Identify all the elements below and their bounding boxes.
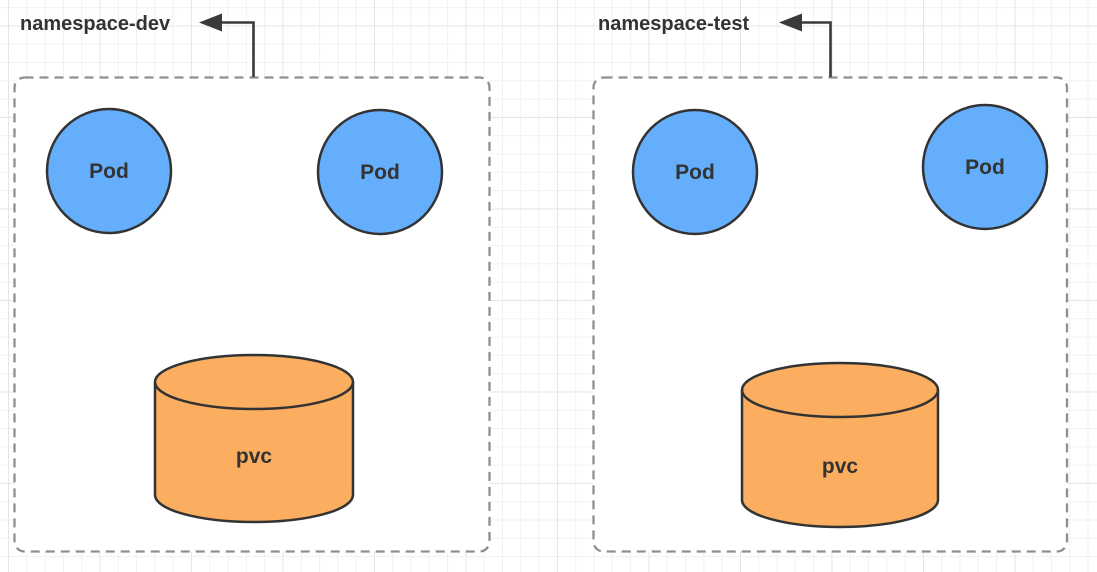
pod-label: Pod [965, 156, 1005, 179]
arrow-head-left-icon [199, 13, 222, 32]
pod-circle [316, 108, 444, 236]
namespace-test-group: namespace-test Pod Pod pvc [592, 13, 1069, 553]
pod-label: Pod [360, 161, 400, 184]
arrow-head-left-icon [779, 13, 802, 32]
pvc-label: pvc [236, 445, 273, 468]
pvc-cylinder-rim [740, 389, 940, 419]
pvc-cylinder [740, 361, 940, 529]
namespace-dev-group: namespace-dev Pod Pod pvc [13, 13, 491, 553]
pvc-cylinder-rim [153, 381, 355, 411]
pod-label: Pod [675, 161, 715, 184]
pod-label: Pod [89, 160, 129, 183]
namespace-test-label: namespace-test [598, 13, 750, 35]
pod-circle [631, 108, 759, 236]
pod-circle [921, 103, 1049, 231]
pod-circle [45, 107, 173, 235]
namespace-dev-label-connector [222, 21, 255, 77]
namespace-test-label-connector [802, 21, 832, 77]
pvc-label: pvc [822, 455, 859, 478]
pvc-cylinder [153, 353, 355, 524]
namespace-dev-label: namespace-dev [20, 13, 171, 35]
